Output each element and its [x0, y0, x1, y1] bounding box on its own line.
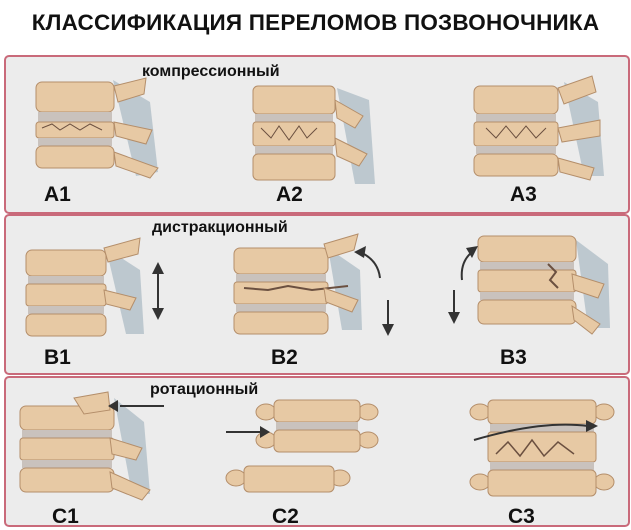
vertebra-illustration-b1: [25, 237, 164, 337]
vertebra-illustration-b3: [448, 235, 610, 335]
group-label-rotation: ротационный: [150, 381, 259, 398]
fracture-code-a2: A2: [276, 183, 303, 206]
vertebra-illustration-a2: [252, 85, 375, 184]
vertebra-illustration-c2: [225, 399, 379, 493]
vertebra-illustration-c1: [19, 391, 164, 501]
fracture-code-a3: A3: [510, 183, 537, 206]
fracture-code-a1: A1: [44, 183, 71, 206]
group-label-distraction: дистракционный: [152, 219, 288, 236]
vertebra-illustration-c3: [469, 399, 615, 497]
vertebra-illustration-b2: [233, 233, 394, 336]
fracture-code-b3: B3: [500, 346, 527, 369]
group-label-compression: компрессионный: [142, 63, 280, 80]
fracture-code-c3: C3: [508, 505, 535, 528]
vertebra-illustration-a3: [473, 75, 604, 181]
page-title: КЛАССИФИКАЦИЯ ПЕРЕЛОМОВ ПОЗВОНОЧНИКА: [31, 10, 600, 35]
fracture-code-b1: B1: [44, 346, 71, 369]
fracture-code-c1: C1: [52, 505, 79, 528]
fracture-code-c2: C2: [272, 505, 299, 528]
fracture-code-b2: B2: [271, 346, 298, 369]
vertebra-illustration-a1: [35, 77, 159, 179]
